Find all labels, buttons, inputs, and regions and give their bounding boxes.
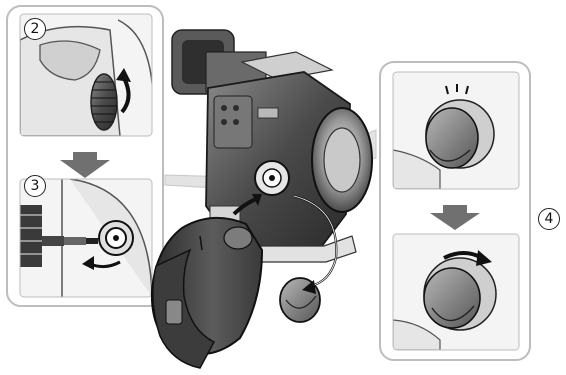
grip-illustration (152, 218, 262, 368)
step-4-number: 4 (538, 208, 560, 230)
step-2-number: 2 (24, 18, 46, 40)
step-4-cap-image (393, 72, 519, 189)
step-4-twist-image (393, 234, 519, 350)
step-3-number: 3 (24, 175, 46, 197)
